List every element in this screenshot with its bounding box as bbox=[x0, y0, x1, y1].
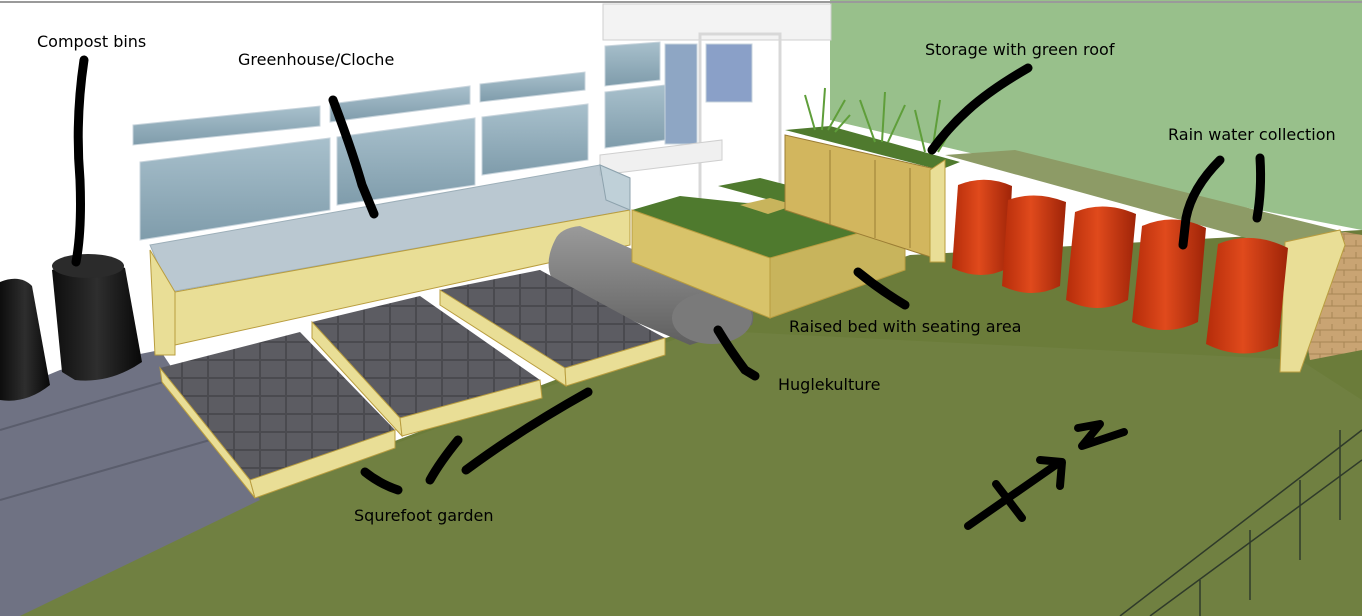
label-squarefoot: Squrefoot garden bbox=[354, 506, 494, 525]
backdrop-green bbox=[830, 0, 1362, 230]
rain-barrels bbox=[952, 179, 1288, 354]
squarefoot-pointer-1 bbox=[360, 467, 403, 495]
storage-pointer bbox=[927, 63, 1033, 155]
compost-pointer bbox=[71, 55, 89, 267]
annotation-arrows bbox=[71, 55, 1266, 495]
raised-pointer bbox=[853, 267, 910, 310]
storage-shed bbox=[784, 87, 960, 261]
side-fence bbox=[1119, 429, 1362, 616]
raised-bed bbox=[631, 178, 906, 319]
label-rain-water: Rain water collection bbox=[1168, 125, 1336, 144]
huglekulture-pointer bbox=[713, 325, 760, 381]
compost-bins bbox=[0, 254, 142, 401]
north-arrow-icon bbox=[964, 420, 1128, 530]
rain-pointer-1 bbox=[1178, 155, 1225, 250]
greenhouse bbox=[149, 164, 631, 356]
squarefoot-pointer-2 bbox=[425, 435, 463, 485]
hugelkultur-mound bbox=[548, 226, 754, 345]
label-storage: Storage with green roof bbox=[925, 40, 1115, 59]
greenhouse-pointer bbox=[328, 95, 379, 219]
rear-wall bbox=[929, 150, 1362, 373]
label-compost-bins: Compost bins bbox=[37, 32, 147, 51]
rain-pointer-2 bbox=[1252, 153, 1266, 223]
label-raised-bed: Raised bed with seating area bbox=[789, 317, 1022, 336]
lawn-near bbox=[20, 330, 1362, 616]
squarefoot-beds bbox=[159, 270, 666, 499]
squarefoot-pointer-3 bbox=[461, 387, 593, 475]
label-greenhouse: Greenhouse/Cloche bbox=[238, 50, 395, 69]
label-huglekulture: Huglekulture bbox=[778, 375, 881, 394]
